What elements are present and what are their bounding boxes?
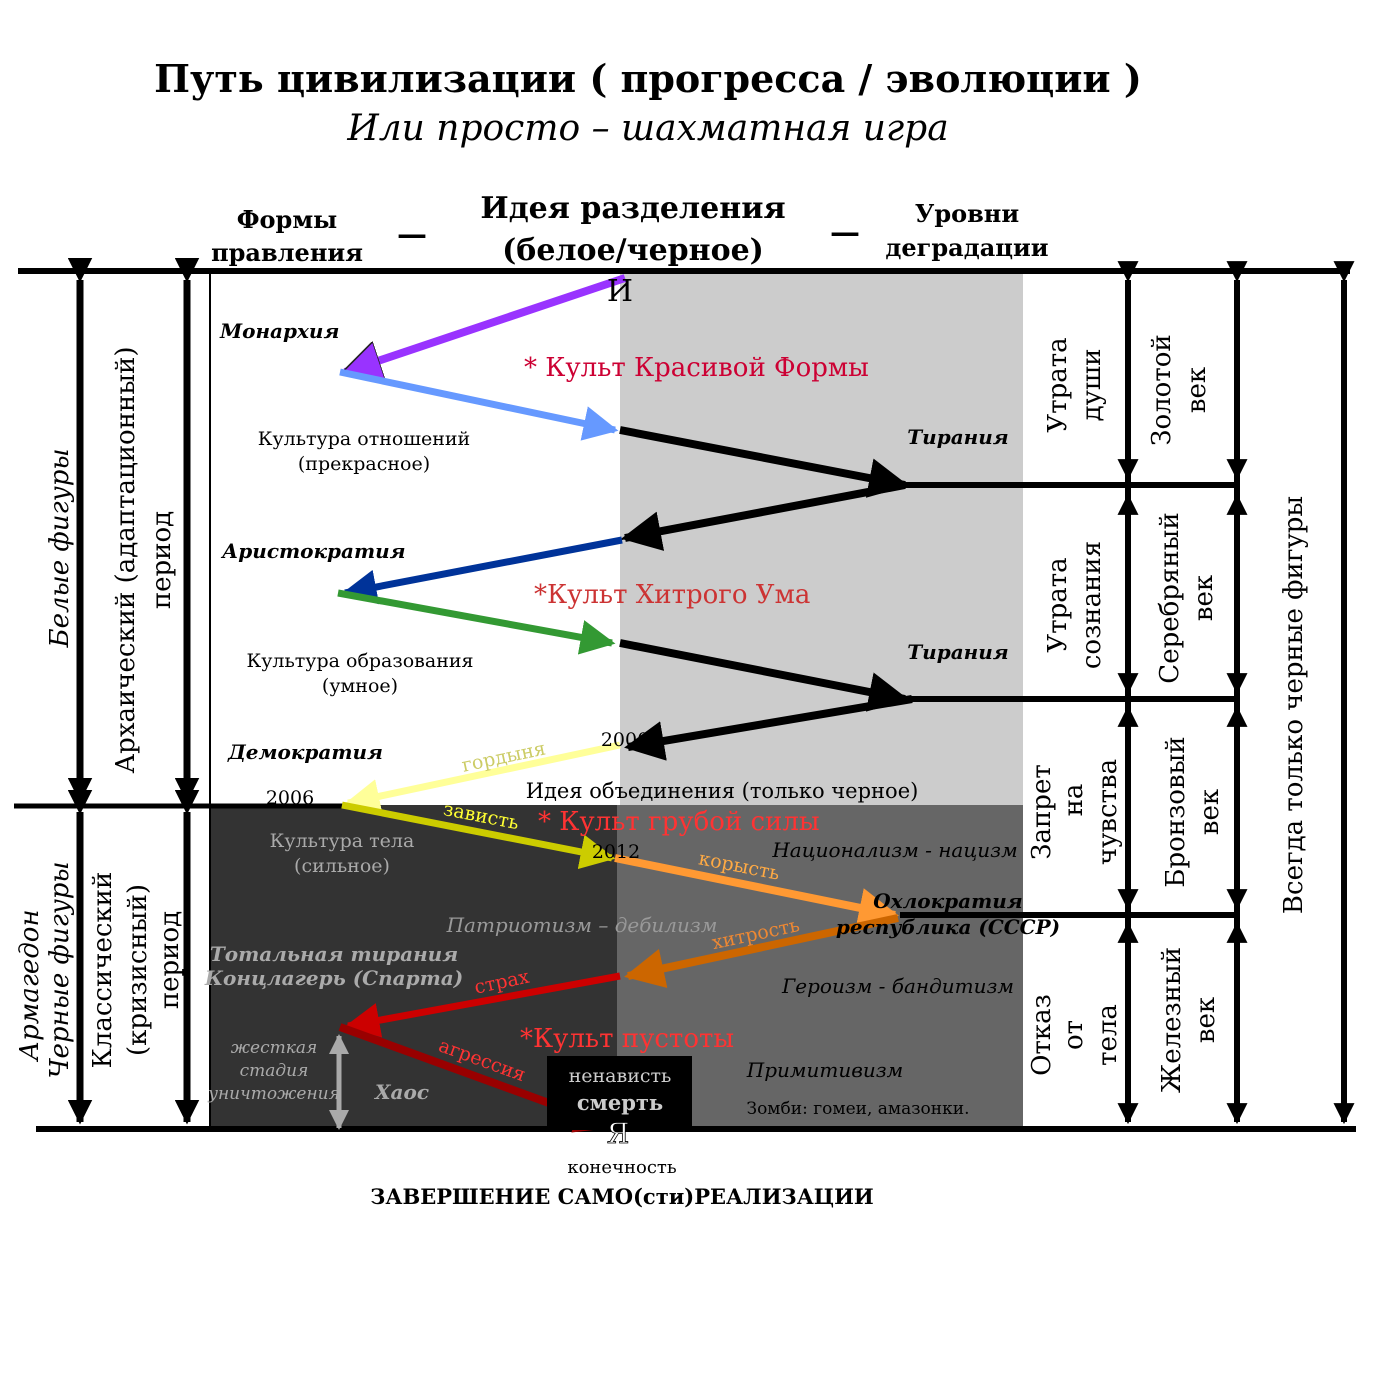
start-letter: И [607,274,633,309]
loss-consciousness-line2: сознания [1077,541,1107,669]
age-iron-line1: Железный [1157,947,1187,1093]
culture-body-line1: Культура тела [270,830,415,852]
tyranny-2: Тирания [907,640,1008,664]
subtitle: Или просто – шахматная игра [346,108,948,149]
arrow-pale-yellow [344,741,621,814]
title: Путь цивилизации ( прогресса / эволюции … [154,56,1142,101]
header-idea-line2: (белое/черное) [502,233,764,268]
year-2006: 2006 [266,787,314,809]
chaos: Хаос [373,1080,429,1104]
loss-feelings-line2: на [1059,784,1089,817]
heroism: Героизм - бандитизм [781,974,1014,998]
culture-education-line1: Культура образования [246,650,473,672]
header-dash-right: — [830,215,860,250]
label-armageddon: Армагедон [15,909,45,1062]
loss-body-line2: от [1059,1020,1089,1050]
label-white-figures: Белые фигуры [45,448,75,648]
age-bronze-line1: Бронзовый [1161,736,1191,887]
culture-education-line2: (умное) [322,675,398,697]
header-levels-line1: Уровни [915,199,1019,228]
label-always-black: Всегда только черные фигуры [1279,496,1309,914]
primitivism: Примитивизм [746,1058,903,1082]
age-bronze-line2: век [1195,789,1225,835]
age-gold-line1: Золотой [1147,334,1177,445]
loss-feelings-line3: чувства [1093,759,1123,865]
arrow-red [344,972,621,1038]
arrow-black-3 [619,639,909,712]
age-silver-line1: Серебряный [1155,512,1185,683]
header-forms-line1: Формы [237,205,337,234]
form-democracy: Демократия [227,740,383,764]
finiteness: конечность [567,1157,677,1178]
age-iron-line2: век [1191,997,1221,1043]
patriotism: Патриотизм – дебилизм [446,913,718,937]
total-tyranny-line2: Концлагерь (Спарта) [204,966,463,990]
label-classic-line2: (кризисный) [123,884,153,1056]
culture-relations-line1: Культура отношений [258,428,470,450]
cult-beautiful-form: * Культ Красивой Формы [524,353,869,383]
loss-body-line1: Отказ [1027,994,1057,1076]
loss-soul-line1: Утрата [1043,337,1073,432]
label-archaic-line1: Архаический (адаптационный) [111,346,141,773]
total-tyranny-line1: Тотальная тирания [210,942,458,966]
header-dash-left: — [397,217,427,252]
age-silver-line2: век [1189,575,1219,621]
cult-emptiness: *Культ пустоты [520,1024,734,1054]
arrow-olive-yellow [341,801,616,870]
label-classic-line3: период [155,911,185,1009]
ochlocracy: Охлократия [873,889,1022,913]
harsh-stage-line3: уничтожения [207,1084,340,1104]
completion-label: ЗАВЕРШЕНИЕ САМО(сти)РЕАЛИЗАЦИИ [370,1184,874,1209]
death-label: смерть [577,1090,663,1115]
loss-consciousness-line1: Утрата [1043,557,1073,652]
form-aristocracy: Аристократия [220,539,406,563]
culture-relations-line2: (прекрасное) [298,453,430,475]
nationalism: Национализм - нацизм [771,838,1017,862]
arrow-black-2b [621,481,906,551]
tyranny-1: Тирания [907,425,1008,449]
harsh-stage-line2: стадия [240,1061,309,1081]
hate-label: ненависть [569,1065,672,1087]
zombie: Зомби: гомеи, амазонки. [746,1099,969,1119]
end-letter: Я [607,1117,630,1150]
arrow-black-1 [619,426,909,498]
arrow-black-4 [624,695,913,761]
cult-cunning-mind: *Культ Хитрого Ума [534,580,810,610]
arrow-navy [341,536,623,605]
year-2012: 2012 [592,841,640,863]
loss-soul-line2: души [1077,349,1107,422]
republic: республика (СССР) [836,915,1060,939]
cult-brute-force: * Культ грубой силы [538,807,820,837]
label-classic-line1: Классический [88,872,118,1069]
age-gold-line2: век [1182,367,1212,413]
culture-body-line2: (сильное) [294,855,390,877]
header-idea-line1: Идея разделения [480,191,785,226]
loss-feelings-line1: Запрет [1027,764,1057,859]
loss-body-line3: тела [1093,1004,1123,1066]
arrow-orange [614,854,899,928]
header-levels-line2: деградации [885,233,1048,262]
header-forms-line2: правления [211,238,363,267]
label-archaic-line2: период [147,511,177,609]
label-black-figures: Черные фигуры [45,861,75,1078]
gray-zone [620,272,1023,805]
arrow-dark-orange [624,914,899,988]
hate-death-box [547,1056,692,1130]
arrow-light-blue [339,368,619,441]
arrow-purple [345,274,627,372]
unification-idea: Идея объединения (только черное) [526,779,919,803]
arrow-green [337,589,616,655]
form-monarchy: Монархия [219,319,339,343]
year-2000: 2000 [601,729,649,751]
harsh-stage-line1: жесткая [231,1038,318,1058]
